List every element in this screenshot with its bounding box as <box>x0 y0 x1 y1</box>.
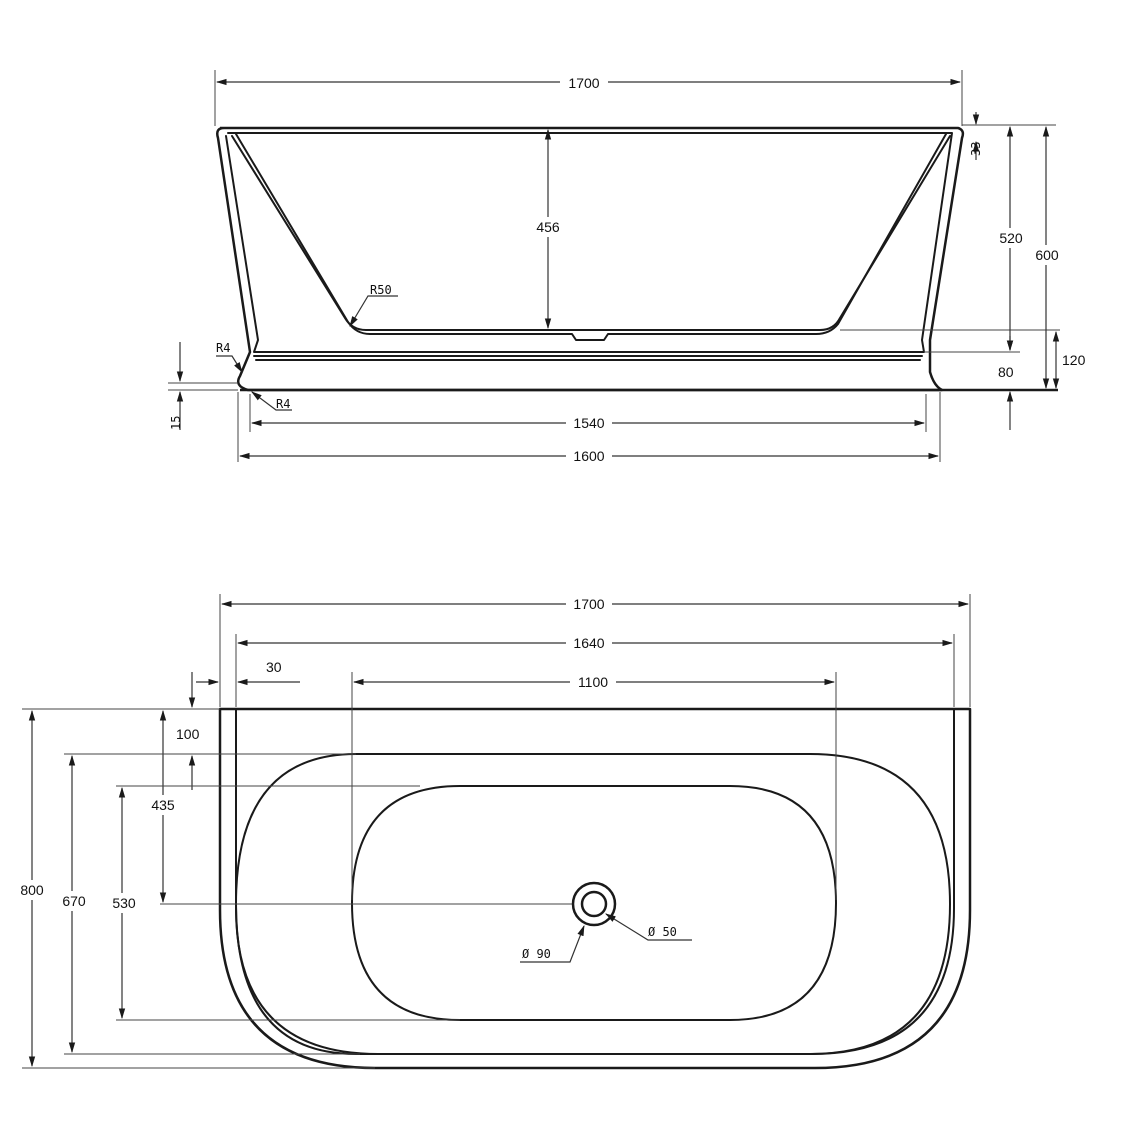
side-label-33: 33 <box>969 142 983 156</box>
top-label-800: 800 <box>20 882 44 898</box>
top-outer-outline <box>218 707 972 1070</box>
top-label-d90: Ø 90 <box>522 947 551 961</box>
top-label-100: 100 <box>176 726 200 742</box>
side-inner-shell <box>225 132 953 353</box>
top-label-670: 670 <box>62 893 86 909</box>
side-leader-r4-bottom <box>251 391 292 411</box>
side-leader-r50 <box>349 295 398 327</box>
drain-outer-circle <box>571 881 617 927</box>
top-label-1640: 1640 <box>573 635 604 651</box>
top-label-530: 530 <box>112 895 136 911</box>
drain-inner-circle <box>580 890 608 918</box>
top-label-435: 435 <box>151 797 175 813</box>
side-view: 1700 456 33 520 600 120 80 R50 R4 R <box>168 70 1086 466</box>
top-basin-oval <box>351 785 837 1021</box>
top-label-1100: 1100 <box>578 674 608 690</box>
side-inner-basin <box>231 135 951 331</box>
side-outer-shell <box>216 126 965 392</box>
top-label-1700: 1700 <box>573 596 604 612</box>
side-label-456: 456 <box>536 219 560 235</box>
top-label-d50: Ø 50 <box>648 925 677 939</box>
top-label-30: 30 <box>266 659 282 675</box>
side-label-1540: 1540 <box>573 415 604 431</box>
side-label-r4-top: R4 <box>216 341 230 355</box>
side-label-80: 80 <box>998 364 1014 380</box>
side-label-1700: 1700 <box>568 75 599 91</box>
top-rim-oval <box>235 753 951 1055</box>
top-inner-outline <box>235 708 955 1055</box>
top-leader-d90 <box>520 924 585 963</box>
side-label-15: 15 <box>169 416 183 430</box>
side-inner-basin-2 <box>235 133 947 341</box>
side-label-r4-bottom: R4 <box>276 397 290 411</box>
top-leader-d50 <box>605 913 692 941</box>
side-label-520: 520 <box>999 230 1023 246</box>
side-label-600: 600 <box>1035 247 1059 263</box>
side-label-r50: R50 <box>370 283 392 297</box>
side-label-120: 120 <box>1062 352 1086 368</box>
top-view: Ø 90 Ø 50 1700 1640 1100 30 100 <box>14 594 972 1070</box>
side-leader-r4-top <box>216 355 243 373</box>
side-label-1600: 1600 <box>573 448 604 464</box>
